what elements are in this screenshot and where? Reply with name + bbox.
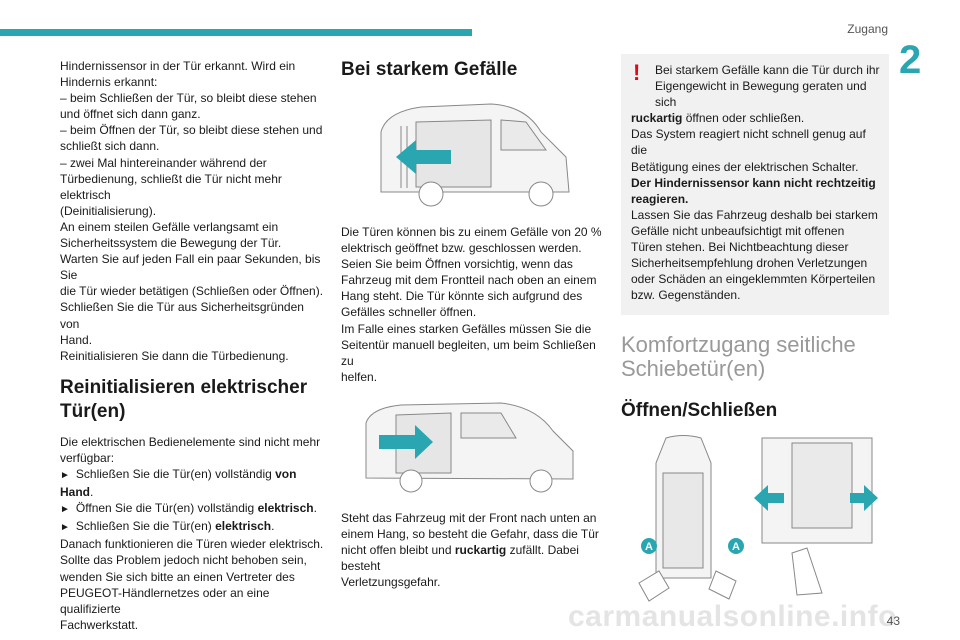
warning-line-bold: reagieren.	[631, 191, 689, 206]
heading-slope: Bei starkem Gefälle	[341, 59, 518, 80]
label-a-marker-right	[728, 538, 744, 555]
text-line: PEUGEOT-Händlernetzes oder an eine quali…	[60, 585, 270, 616]
text-line: (Deinitialisierung).	[60, 203, 157, 218]
step-marker: ►	[60, 469, 70, 481]
text-line: Seien Sie beim Öffnen vorsichtig, wenn d…	[341, 257, 573, 272]
step-item: ►Schließen Sie die Tür(en) vollständig v…	[60, 466, 297, 500]
step-item: ►Öffnen Sie die Tür(en) vollständig elek…	[60, 501, 317, 516]
text-line: Hindernissensor in der Tür erkannt. Wird…	[60, 59, 296, 73]
text-line: Türbedienung, schließt die Tür nicht meh…	[60, 171, 282, 202]
warning-line: Sicherheitsempfehlung drohen Verletzunge…	[631, 256, 868, 271]
section-title: Zugang	[847, 22, 888, 36]
warning-line: bzw. Gegenständen.	[631, 288, 741, 303]
text-line: Hand.	[60, 332, 93, 347]
text-line: Reinitialisieren Sie dann die Türbedienu…	[60, 348, 289, 363]
warning-line: Lassen Sie das Fahrzeug deshalb bei star…	[631, 207, 878, 222]
warning-line-bold: Der Hindernissensor kann nicht rechtzeit…	[631, 175, 876, 190]
text-line: elektrisch geöffnet bzw. geschlossen wer…	[341, 241, 582, 256]
text-line: Fahrzeug mit dem Frontteil nach oben an …	[341, 273, 597, 288]
step-marker: ►	[60, 504, 70, 516]
warning-box: ! Bei starkem Gefälle kann die Tür durch…	[621, 54, 889, 316]
slope-warning-text: Steht das Fahrzeug mit der Front nach un…	[341, 510, 609, 590]
text-line: Sicherheitssystem die Bewegung der Tür.	[60, 236, 282, 251]
warning-line: ruckartig öffnen oder schließen.	[631, 111, 805, 126]
text-line: verfügbar:	[60, 450, 115, 465]
text-line: wenden Sie sich bitte an einen Vertreter…	[60, 569, 295, 584]
label-a-marker-left	[641, 538, 657, 555]
text-line: und öffnet sich dann ganz.	[60, 107, 201, 122]
arrow-left-icon	[396, 140, 451, 174]
label-a-left: A	[645, 541, 653, 553]
text-line: Steht das Fahrzeug mit der Front nach un…	[341, 510, 597, 525]
page-number: 43	[886, 614, 900, 628]
text-line: Die Türen können bis zu einem Gefälle vo…	[341, 225, 602, 239]
warning-line: Das System reagiert nicht schnell genug …	[631, 127, 866, 158]
watermark: carmanualsonline.info	[568, 600, 897, 633]
slope-text: Die Türen können bis zu einem Gefälle vo…	[341, 224, 609, 385]
arrow-right-icon	[850, 485, 878, 512]
arrow-right-icon	[379, 424, 433, 459]
warning-line: Bei starkem Gefälle kann die Tür durch i…	[655, 63, 880, 77]
header-accent-bar	[0, 29, 472, 36]
text-line: Seitentür manuell begleiten, um beim Sch…	[341, 337, 596, 368]
text-line: Hindernis erkannt:	[60, 75, 158, 90]
heading-reinitialize: Reinitialisieren elektrischer Tür(en)	[60, 376, 308, 422]
column-1: Hindernissensor in der Tür erkannt. Wird…	[60, 58, 326, 633]
column-3: ! Bei starkem Gefälle kann die Tür durch…	[621, 54, 889, 603]
text-line: nicht offen bleibt und ruckartig zufällt…	[341, 543, 579, 574]
text-line: Gefälles schneller öffnen.	[341, 305, 477, 320]
arrow-left-icon	[754, 485, 784, 512]
text-line: Danach funktionieren die Türen wieder el…	[60, 537, 324, 552]
open-close-illustrations: A A	[621, 433, 889, 603]
van-illustration-1	[341, 92, 609, 212]
text-line: – beim Schließen der Tür, so bleibt dies…	[60, 91, 317, 106]
door-foot-illustration	[754, 437, 878, 596]
text-line: Die elektrischen Bedienelemente sind nic…	[60, 434, 321, 449]
reinit-steps: ►Schließen Sie die Tür(en) vollständig v…	[60, 466, 326, 536]
text-line: die Tür wieder betätigen (Schließen oder…	[60, 284, 324, 299]
text-line: Im Falle eines starken Gefälles müssen S…	[341, 321, 592, 336]
text-line: An einem steilen Gefälle verlangsamt ein	[60, 219, 279, 234]
text-line: – beim Öffnen der Tür, so bleibt diese s…	[60, 123, 323, 138]
step-marker: ►	[60, 522, 70, 534]
text-line: Fachwerkstatt.	[60, 617, 139, 632]
text-line: Warten Sie auf jeden Fall ein paar Sekun…	[60, 252, 321, 283]
column-2: Bei starkem Gefälle Die Türen können bis…	[341, 54, 609, 590]
warning-tail: Lassen Sie das Fahrzeug deshalb bei star…	[631, 207, 881, 304]
text-line: einem Hang, so besteht die Gefahr, dass …	[341, 527, 599, 542]
intro-text: Hindernissensor in der Tür erkannt. Wird…	[60, 58, 326, 364]
warning-line: Eigengewicht in Bewegung geraten und sic…	[655, 79, 867, 110]
warning-line: Gefälle nicht unbeaufsichtigt mit offene…	[631, 223, 845, 238]
step-item: ►Schließen Sie die Tür(en) elektrisch.	[60, 519, 275, 534]
text-line: Hang steht. Die Tür könnte sich aufgrund…	[341, 289, 583, 304]
text-line: – zwei Mal hintereinander während der	[60, 155, 267, 170]
text-line: Verletzungsgefahr.	[341, 575, 441, 590]
text-line: schließt sich dann.	[60, 139, 160, 154]
text-line: Sollte das Problem jedoch nicht behoben …	[60, 553, 307, 568]
van-top-view-illustration: A A	[638, 435, 744, 603]
label-a-right: A	[732, 541, 740, 553]
warning-icon: !	[633, 60, 641, 85]
warning-line: Betätigung eines der elektrischen Schalt…	[631, 159, 859, 174]
heading-open-close: Öffnen/Schließen	[621, 400, 778, 422]
warning-line: oder Schäden an eingeklemmten Körperteil…	[631, 272, 876, 287]
chapter-number: 2	[899, 38, 922, 82]
reinit-outro: Danach funktionieren die Türen wieder el…	[60, 536, 326, 633]
text-line: helfen.	[341, 369, 378, 384]
text-line: Schließen Sie die Tür aus Sicherheitsgrü…	[60, 300, 304, 331]
reinit-intro: Die elektrischen Bedienelemente sind nic…	[60, 434, 326, 466]
warning-line: Türen stehen. Bei Nichtbeachtung dieser	[631, 240, 849, 255]
van-illustration-2	[341, 393, 609, 498]
